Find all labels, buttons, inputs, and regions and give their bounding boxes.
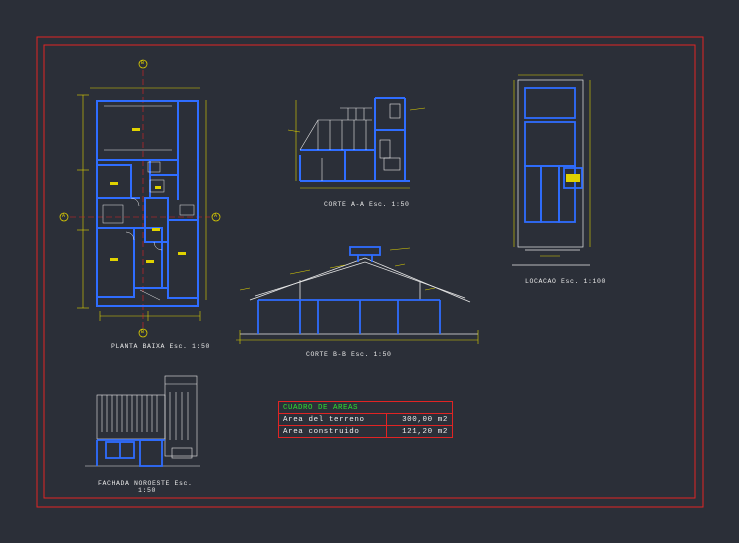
areas-row-label: Area del terreno	[277, 413, 388, 426]
areas-table: CUADRO DE AREAS Area del terreno 300,00 …	[277, 401, 453, 438]
plan-scale-text: Esc. 1:50	[169, 343, 211, 350]
section-a-title-text: CORTE A-A	[324, 201, 365, 208]
areas-table-title: CUADRO DE AREAS	[278, 401, 453, 414]
areas-table-row: Area construido 121,20 m2	[277, 425, 453, 438]
areas-row-number: 121,20	[402, 427, 433, 436]
location-scale-text: Esc. 1:100	[561, 278, 607, 285]
axis-a-right: A	[214, 213, 218, 219]
plan-title: PLANTA BAIXA Esc. 1:50	[111, 343, 210, 350]
areas-table-header: CUADRO DE AREAS	[278, 401, 453, 414]
section-b-scale-text: Esc. 1:50	[351, 351, 392, 358]
section-b-title: CORTE B-B Esc. 1:50	[306, 351, 392, 358]
floor-plan	[59, 59, 221, 338]
areas-row-value: 121,20 m2	[386, 425, 453, 438]
sheet-border-outer	[36, 36, 704, 508]
location-title: LOCACAO Esc. 1:100	[525, 278, 606, 285]
section-a-scale-text: Esc. 1:50	[369, 201, 410, 208]
section-b-title-text: CORTE B-B	[306, 351, 347, 358]
facade-scale-value: 1:50	[138, 487, 157, 494]
axis-a-left: A	[62, 213, 66, 219]
axis-b-bottom: B	[141, 329, 145, 335]
section-a-title: CORTE A-A Esc. 1:50	[324, 201, 410, 208]
areas-row-label: Area construido	[277, 425, 388, 438]
sheet-border-inner	[43, 44, 696, 499]
areas-row-unit: m2	[437, 415, 448, 424]
axis-b-top: B	[141, 60, 145, 66]
location-plan	[512, 74, 591, 266]
plan-title-text: PLANTA BAIXA	[111, 343, 166, 350]
areas-row-number: 300,00	[402, 415, 433, 424]
facade-title: FACHADA NOROESTE Esc.	[98, 480, 193, 487]
section-b-b	[236, 246, 479, 344]
areas-table-row: Area del terreno 300,00 m2	[277, 413, 453, 426]
location-title-text: LOCACAO	[525, 278, 557, 285]
areas-row-unit: m2	[437, 427, 448, 436]
section-a-a	[287, 97, 426, 189]
areas-row-value: 300,00 m2	[386, 413, 453, 426]
facade-title-text: FACHADA NOROESTE	[98, 480, 171, 487]
facade-scale-text: Esc.	[174, 480, 193, 487]
facade-northwest	[85, 375, 200, 467]
